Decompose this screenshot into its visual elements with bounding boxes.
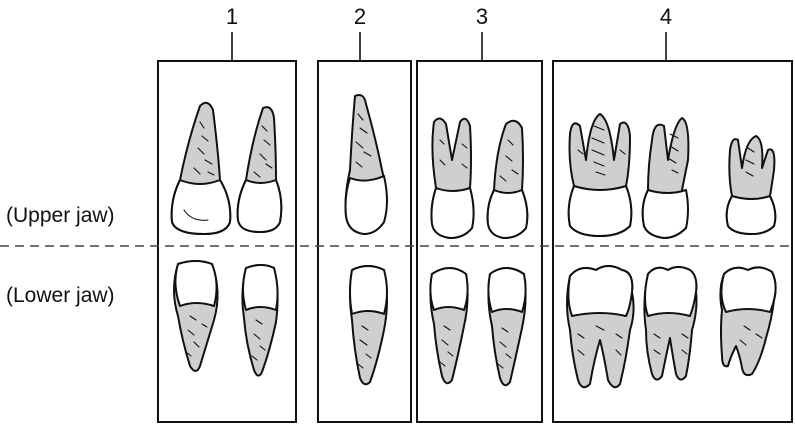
upper-lateral-incisor [238,107,282,232]
upper-first-premolar [432,118,474,238]
upper-canine [346,95,388,234]
lower-lateral-incisor [242,265,277,376]
lower-second-premolar [488,268,525,385]
lower-central-incisor [174,261,218,371]
lower-first-molar [567,266,634,387]
upper-second-premolar [488,121,528,238]
upper-second-molar [643,118,689,238]
upper-first-molar [569,114,632,236]
upper-third-molar [727,136,776,234]
lower-canine [350,266,387,384]
lower-third-molar [720,267,775,375]
upper-central-incisor [172,103,231,234]
lower-second-molar [644,267,696,380]
lower-first-premolar [430,268,467,383]
